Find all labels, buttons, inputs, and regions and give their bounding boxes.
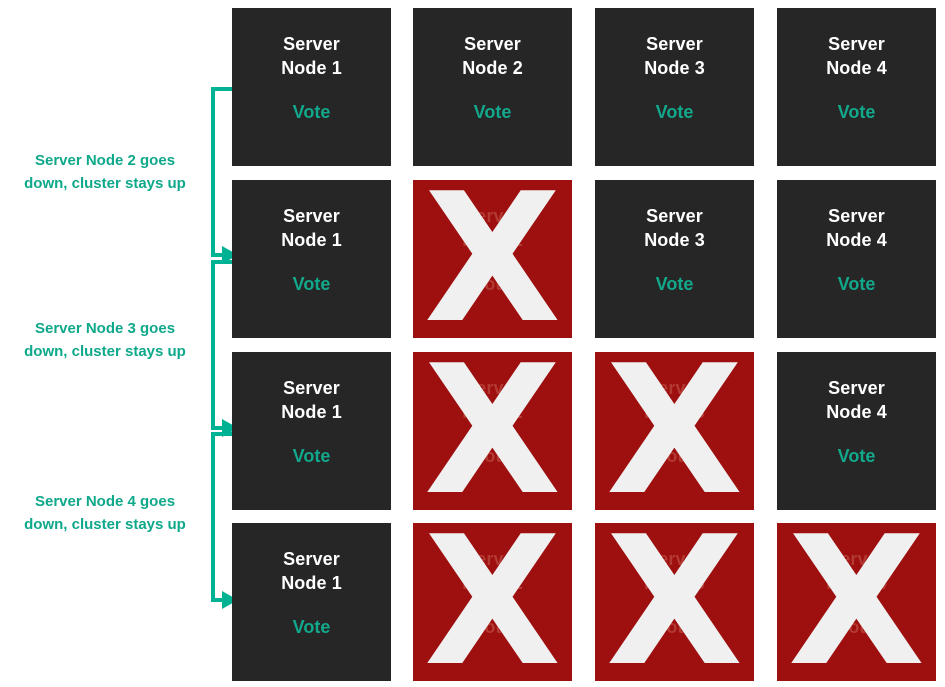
node-vote-r3c0: Vote — [292, 617, 331, 637]
node-vote-r1c3: Vote — [837, 274, 876, 294]
node-vote-r2c0: Vote — [292, 446, 331, 466]
node-vote-r3c2: Vote — [655, 617, 694, 637]
node-vote-r0c0: Vote — [292, 102, 331, 122]
node-vote-r2c3: Vote — [837, 446, 876, 466]
node-vote-r2c2: Vote — [655, 446, 694, 466]
node-vote-r0c3: Vote — [837, 102, 876, 122]
node-vote-r3c1: Vote — [473, 617, 512, 637]
node-vote-r1c1: Vote — [473, 274, 512, 294]
node-vote-r2c1: Vote — [473, 446, 512, 466]
node-vote-r1c2: Vote — [655, 274, 694, 294]
node-vote-r3c3: Vote — [837, 617, 876, 637]
node-vote-r0c1: Vote — [473, 102, 512, 122]
node-vote-r1c0: Vote — [292, 274, 331, 294]
node-vote-r0c2: Vote — [655, 102, 694, 122]
